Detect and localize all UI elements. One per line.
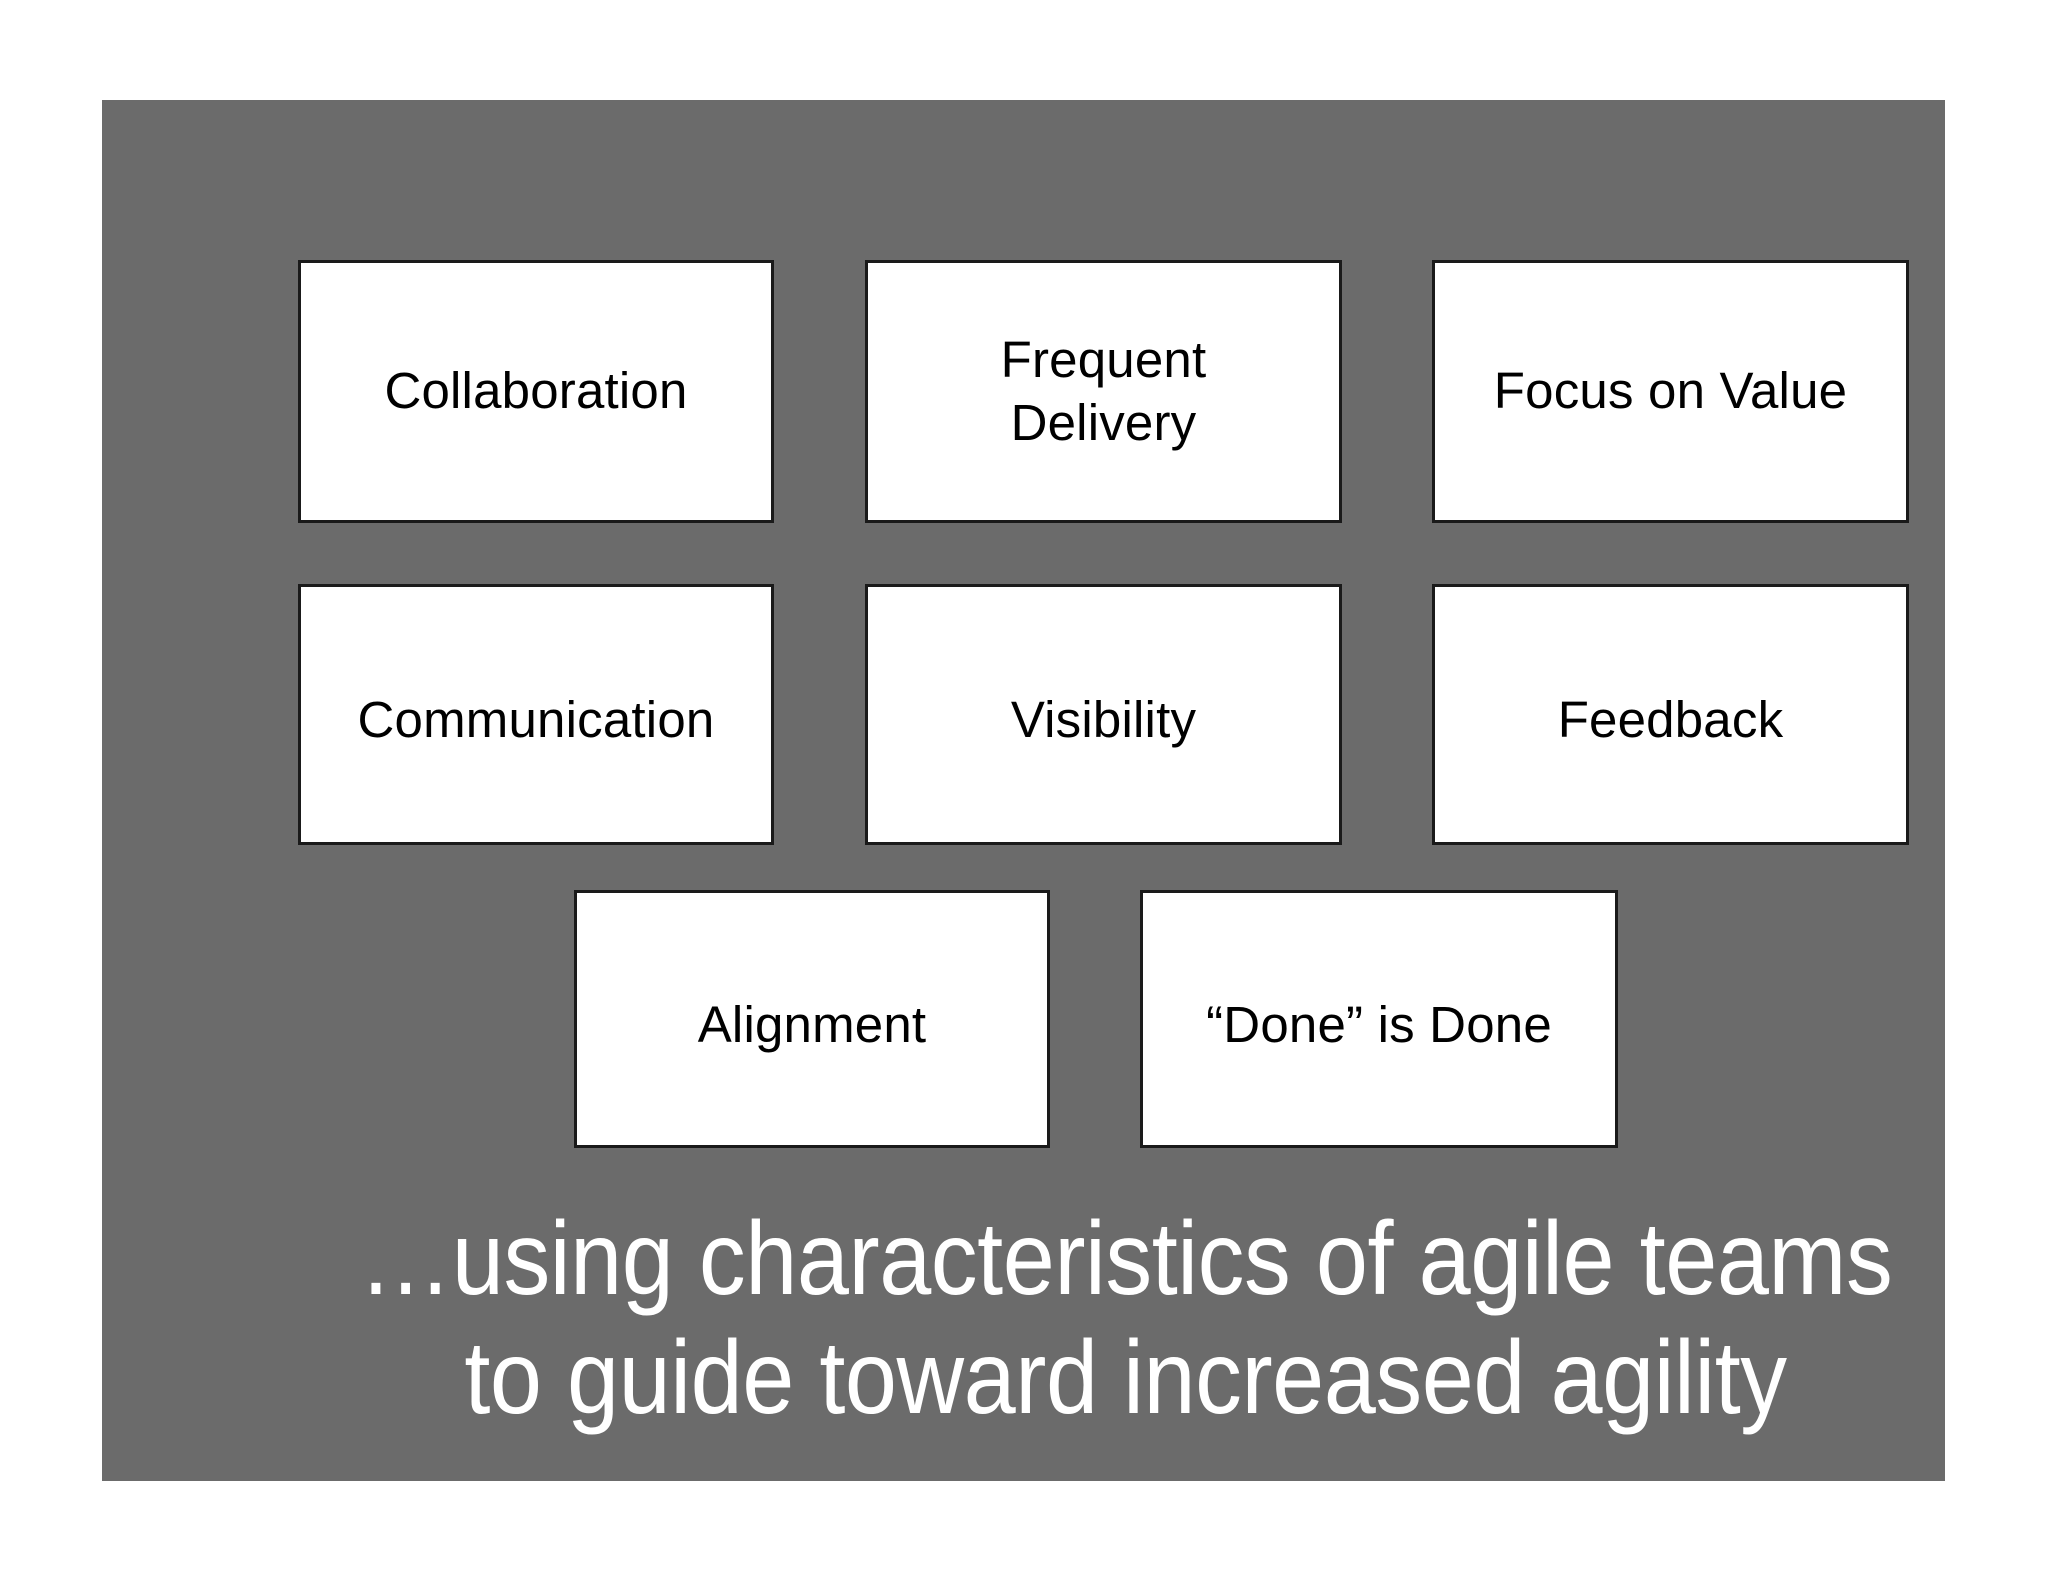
card-alignment[interactable]: Alignment xyxy=(574,890,1050,1148)
card-feedback[interactable]: Feedback xyxy=(1432,584,1909,845)
card-label: Frequent Delivery xyxy=(1000,331,1207,451)
card-communication[interactable]: Communication xyxy=(298,584,774,845)
card-label: Visibility xyxy=(1010,691,1197,749)
card-done-is-done[interactable]: “Done” is Done xyxy=(1140,890,1618,1148)
card-frequent-delivery[interactable]: Frequent Delivery xyxy=(865,260,1342,523)
content-panel: Collaboration Frequent Delivery Focus on… xyxy=(102,100,1945,1481)
card-label: Feedback xyxy=(1557,691,1784,749)
card-label: Collaboration xyxy=(384,362,688,420)
card-collaboration[interactable]: Collaboration xyxy=(298,260,774,523)
card-label: Alignment xyxy=(697,995,927,1053)
caption-line-1: …using characteristics of agile teams xyxy=(358,1201,1893,1317)
card-focus-on-value[interactable]: Focus on Value xyxy=(1432,260,1909,523)
slide-caption: …using characteristics of agile teams to… xyxy=(296,1200,1955,1437)
card-label: Communication xyxy=(357,691,715,749)
card-label: “Done” is Done xyxy=(1206,995,1552,1053)
card-label: Focus on Value xyxy=(1493,362,1848,420)
caption-line-2: to guide toward increased agility xyxy=(464,1319,1787,1436)
card-visibility[interactable]: Visibility xyxy=(865,584,1342,845)
